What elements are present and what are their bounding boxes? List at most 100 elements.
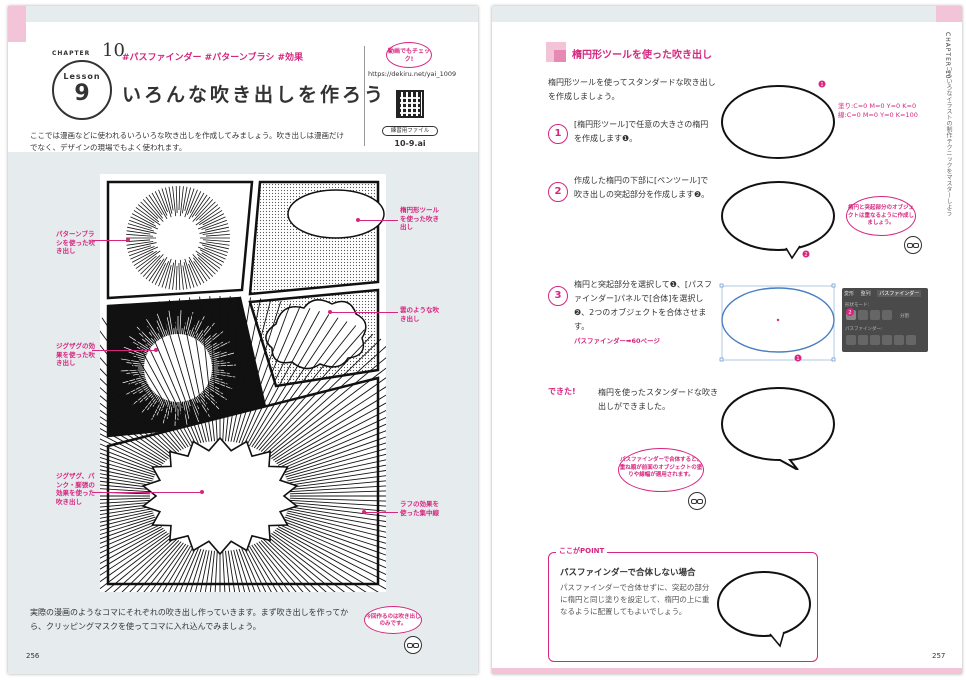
fill-note-line-2: 線:C=0 M=0 Y=0 K=100	[838, 111, 918, 119]
shape-mode-label: 形状モード:	[845, 303, 870, 308]
annotation-dot	[356, 218, 360, 222]
step-1-number: 1	[548, 124, 568, 144]
pathfinder-label: パスファインダー:	[845, 327, 883, 332]
svg-text:2: 2	[804, 252, 807, 258]
final-bubble-figure	[720, 386, 836, 470]
hint-bubble-overlap: 楕円と突起部分のオブジェクトは重なるように作成しましょう。	[846, 196, 916, 236]
annotation-dot	[126, 238, 130, 242]
lesson-title: いろんな吹き出しを作ろう	[122, 84, 387, 106]
svg-text:1: 1	[796, 356, 799, 362]
section-intro: 楕円形ツールを使ってスタンダードな吹き出しを作成しましょう。	[548, 78, 716, 101]
svg-text:1: 1	[820, 82, 823, 88]
character-face-icon	[404, 636, 422, 654]
side-chapter-title: いろいろなイラストの制作テクニックをマスターしよう	[945, 66, 952, 216]
header-divider	[364, 46, 365, 146]
minus-front-button[interactable]	[858, 310, 868, 320]
tip-bubble: 今回作るのは吹き出しのみです。	[364, 606, 422, 634]
character-face-icon	[904, 236, 922, 254]
step-3-link[interactable]: パスファインダー➡60ページ	[574, 337, 660, 345]
tab-align[interactable]: 整列	[860, 291, 871, 297]
annotation-line	[92, 240, 128, 241]
annotation-zigzag: ジグザグの効果を使った吹き出し	[56, 342, 95, 367]
annotation-line	[364, 512, 398, 513]
step-2-text: 作成した楕円の下部に[ペンツール]で吹き出しの突起部分を作成します❷。	[574, 176, 710, 199]
point-title: パスファインダーで合体しない場合	[560, 568, 696, 578]
fill-note-line-1: 塗り:C=0 M=0 Y=0 K=0	[838, 102, 917, 110]
step-1-ellipse-figure: 1	[721, 80, 835, 159]
side-chapter-label: CHAPTER 10	[944, 32, 951, 80]
annotation-line	[330, 312, 398, 313]
hint-bubble-unite: パスファインダーで合体すると、重ね順が前面のオブジェクトの塗りや線幅が適用されま…	[618, 448, 704, 492]
bottom-description: 実際の漫画のようなコマにそれぞれの吹き出し作っていきます。まず吹き出しを作ってか…	[30, 608, 349, 631]
video-url[interactable]: https://dekiru.net/yai_1009	[368, 70, 457, 78]
section-square-icon	[546, 42, 566, 62]
fill-stroke-note: 塗り:C=0 M=0 Y=0 K=0 線:C=0 M=0 Y=0 K=100	[838, 102, 918, 120]
comic-page-illustration	[8, 174, 478, 674]
section-title: 楕円形ツールを使った吹き出し	[572, 50, 712, 61]
pattern-brush-burst	[126, 186, 230, 290]
trim-button[interactable]	[858, 335, 868, 345]
point-label: ここがPOINT	[556, 546, 608, 556]
chapter-number: 10	[102, 40, 125, 61]
step-3-number: 3	[548, 286, 568, 306]
panel-tabs: 変形 整列 パスファインダー	[844, 290, 926, 299]
lesson-number: 9	[74, 81, 90, 106]
lesson-badge: Lesson 9	[52, 60, 112, 120]
annotation-ellipse-tool: 楕円形ツールを使った吹き出し	[400, 206, 439, 231]
page-number-right: 257	[932, 652, 946, 660]
minus-back-button[interactable]	[906, 335, 916, 345]
annotation-dot	[154, 348, 158, 352]
done-text: 楕円を使ったスタンダードな吹き出しができました。	[598, 388, 718, 411]
lesson-label: Lesson	[63, 72, 101, 81]
left-page: CHAPTER 10 Lesson 9 #パスファインダー #パターンブラシ #…	[8, 6, 478, 674]
step-marker: 2	[846, 308, 854, 316]
exclude-button[interactable]	[882, 310, 892, 320]
page-number-left: 256	[26, 652, 40, 660]
outline-button[interactable]	[894, 335, 904, 345]
annotation-zigzag-pucker: ジグザグ、パンク・膨張の効果を使った吹き出し	[56, 472, 95, 506]
step-2-ellipse-figure: 2	[721, 181, 835, 260]
point-bubble-figure	[717, 571, 811, 648]
point-box	[548, 552, 818, 662]
annotation-pattern-brush: パターンブラシを使った吹き出し	[56, 230, 95, 255]
step-2-number: 2	[548, 182, 568, 202]
annotation-dot	[328, 310, 332, 314]
step-3-body: 楕円と突起部分を選択して❶、[パスファインダー]パネルで[合体]を選択し❷、2つ…	[574, 280, 713, 331]
annotation-line	[92, 492, 202, 493]
footer-strip	[492, 668, 962, 674]
header-tab	[8, 6, 26, 42]
ellipse-bubble	[287, 189, 385, 239]
annotation-cloud: 雲のような吹き出し	[400, 306, 439, 323]
tab-pathfinder[interactable]: パスファインダー	[877, 290, 922, 297]
hashtags: #パスファインダー #パターンブラシ #効果	[122, 53, 303, 63]
step-1-text: [楕円形ツール]で任意の大きさの楕円を作成します❶。	[574, 120, 709, 143]
pathfinder-panel: 変形 整列 パスファインダー 形状モード: 分割 パスファインダー: 2	[842, 288, 928, 352]
point-text: パスファインダーで合体せずに、突起の部分に楕円と同じ塗りを設定して、楕円の上に重…	[560, 583, 710, 616]
video-bubble: 動画でもチェック!	[386, 42, 432, 68]
annotation-dot	[362, 510, 366, 514]
crop-button[interactable]	[882, 335, 892, 345]
divide-label[interactable]: 分割	[900, 314, 909, 319]
annotation-line	[92, 350, 156, 351]
header-strip	[8, 6, 478, 22]
annotation-dot	[200, 490, 204, 494]
merge-button[interactable]	[870, 335, 880, 345]
practice-file-label: 練習用ファイル	[382, 126, 438, 136]
svg-text:2: 2	[848, 310, 851, 316]
header-strip	[492, 6, 962, 22]
pucker-bubble	[141, 436, 299, 556]
step-3-text: 楕円と突起部分を選択して❶、[パスファインダー]パネルで[合体]を選択し❷、2つ…	[574, 278, 714, 348]
panel-pattern-brush	[106, 180, 254, 300]
practice-file-name: 10-9.ai	[394, 139, 426, 148]
header-tab	[936, 6, 962, 22]
comic-panels-svg	[8, 180, 478, 674]
intersect-button[interactable]	[870, 310, 880, 320]
divide-button[interactable]	[846, 335, 856, 345]
character-face-icon	[688, 492, 706, 510]
right-page: CHAPTER 10 いろいろなイラストの制作テクニックをマスターしよう 楕円形…	[492, 6, 962, 674]
lesson-intro: ここでは漫画などに使われるいろいろな吹き出しを作成してみましょう。吹き出しは漫画…	[30, 131, 344, 152]
chapter-label: CHAPTER	[52, 50, 91, 57]
tab-transform[interactable]: 変形	[844, 291, 855, 297]
done-label: できた!	[548, 387, 576, 396]
qr-code-pattern	[400, 94, 420, 114]
